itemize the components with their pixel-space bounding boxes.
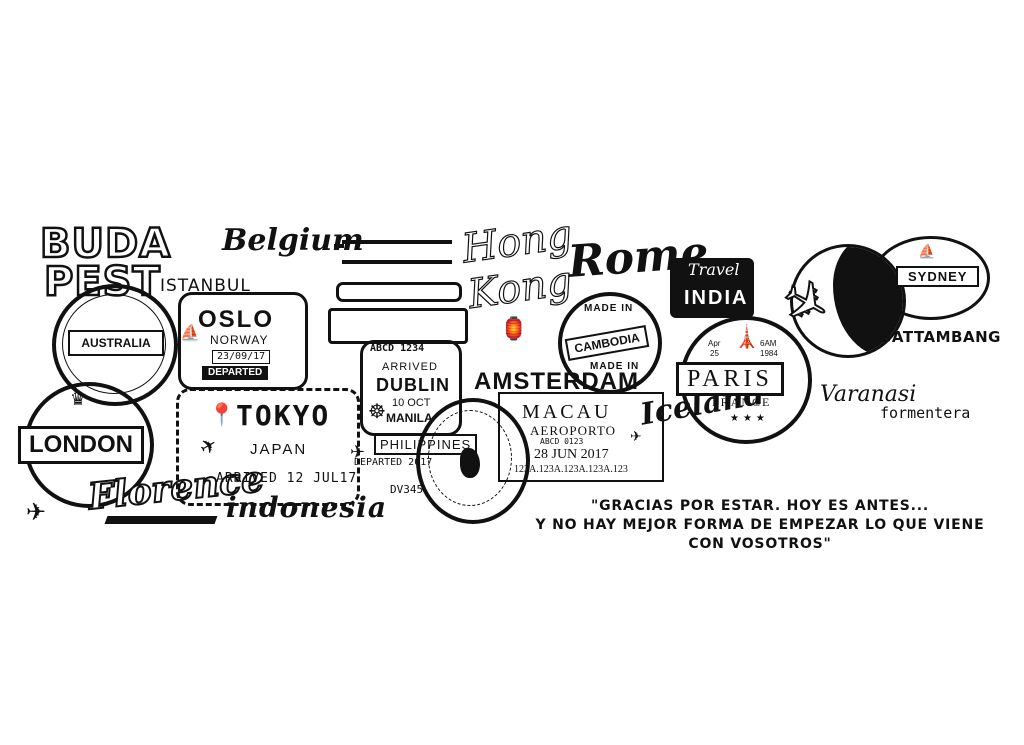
tokyo-stamp (176, 388, 360, 506)
belgium-text: Belgium (222, 223, 364, 258)
dv-code-text: DV345 (390, 483, 424, 496)
map-shape (460, 448, 480, 478)
sydney-stamp (872, 236, 990, 320)
travel-text: Travel (688, 260, 740, 279)
lantern-icon: 🏮 (500, 316, 528, 341)
philippines-round-stamp (416, 398, 530, 524)
macau-airport-text: AEROPORTO (530, 423, 616, 438)
dublin-status-text: ARRIVED (382, 361, 438, 373)
decorative-bars (342, 240, 452, 264)
airplane-icon: ✈ (26, 498, 47, 526)
battambang-text: BATTAMBANG (880, 328, 1001, 346)
decorative-bars (336, 282, 462, 302)
amsterdam-text: AMSTERDAM (474, 368, 639, 395)
paris-day-text: 25 (710, 349, 719, 358)
sailboat-icon: ⛵ (918, 243, 936, 259)
location-pin-icon: 📍 (208, 402, 236, 427)
indonesia-text: indonesia (226, 491, 387, 524)
sydney-text: SYDNEY (896, 266, 980, 287)
india-text: INDIA (684, 287, 749, 309)
cambodia-bottom-text: MADE IN (590, 361, 640, 372)
paris-year-text: 1984 (760, 349, 778, 358)
quote-line-3: CON VOSOTROS" (688, 536, 832, 552)
macau-city-text: MACAU (522, 401, 612, 423)
philippines-round-stamp-inner (428, 410, 512, 506)
dublin-date-text: 10 OCT (392, 397, 431, 409)
paris-time-text: 6AM (760, 339, 777, 348)
crown-icon: ♛ (70, 389, 87, 409)
philippines-departed-text: DEPARTED 2017 (354, 457, 433, 468)
macau-strip-text: 123A.123A.123A.123A.123 (514, 464, 628, 475)
cambodia-top-text: MADE IN (584, 303, 634, 314)
australia-text: AUSTRALIA (68, 330, 164, 356)
dublin-code-text: ABCD 1234 (370, 343, 425, 354)
quote-line-1: "GRACIAS POR ESTAR. HOY ES ANTES... (590, 498, 930, 514)
dublin-city-text: DUBLIN (376, 375, 450, 395)
istanbul-text: ISTANBUL (160, 276, 251, 296)
tokyo-city-text: TOKYO (236, 399, 331, 432)
kong-text: Kong (465, 257, 576, 319)
oslo-date-text: 23/09/17 (212, 350, 271, 364)
ship-wheel-icon: ☸ (368, 401, 386, 423)
tokyo-country-text: JAPAN (250, 441, 308, 458)
star-icon: ★★★ (730, 413, 769, 424)
oslo-city-text: OSLO (198, 306, 275, 333)
eiffel-tower-icon: 🗼 (733, 324, 761, 349)
budapest-top-text: BUDA (39, 221, 172, 267)
airplane-icon: ✈ (630, 429, 642, 445)
manila-text: MANILA (386, 411, 433, 425)
london-text: LONDON (18, 426, 144, 464)
france-text: FRANCE (712, 395, 772, 409)
tokyo-arrived-text: ARRIVED 12 JUL17 (216, 471, 358, 486)
formentera-text: formentera (880, 404, 971, 422)
macau-code-text: ABCD 0123 (540, 437, 584, 446)
oslo-status-text: DEPARTED (202, 366, 269, 380)
oslo-country-text: NORWAY (210, 333, 269, 347)
dublin-header-frame (328, 308, 468, 344)
belgium-underline (334, 244, 344, 248)
india-badge (670, 258, 754, 318)
paris-text: PARIS (676, 362, 784, 396)
macau-stamp (498, 392, 664, 482)
macau-date-text: 28 JUN 2017 (534, 447, 609, 462)
florence-swash (104, 516, 218, 524)
varanasi-text: Varanasi (820, 382, 917, 407)
quote-line-2: Y NO HAY MEJOR FORMA DE EMPEZAR LO QUE V… (535, 517, 985, 533)
airplane-icon: ✈ (350, 442, 366, 463)
quote-block: "GRACIAS POR ESTAR. HOY ES ANTES... Y NO… (520, 497, 1000, 554)
paris-month-text: Apr (708, 339, 721, 348)
sailboat-icon: ⛵ (180, 325, 200, 342)
